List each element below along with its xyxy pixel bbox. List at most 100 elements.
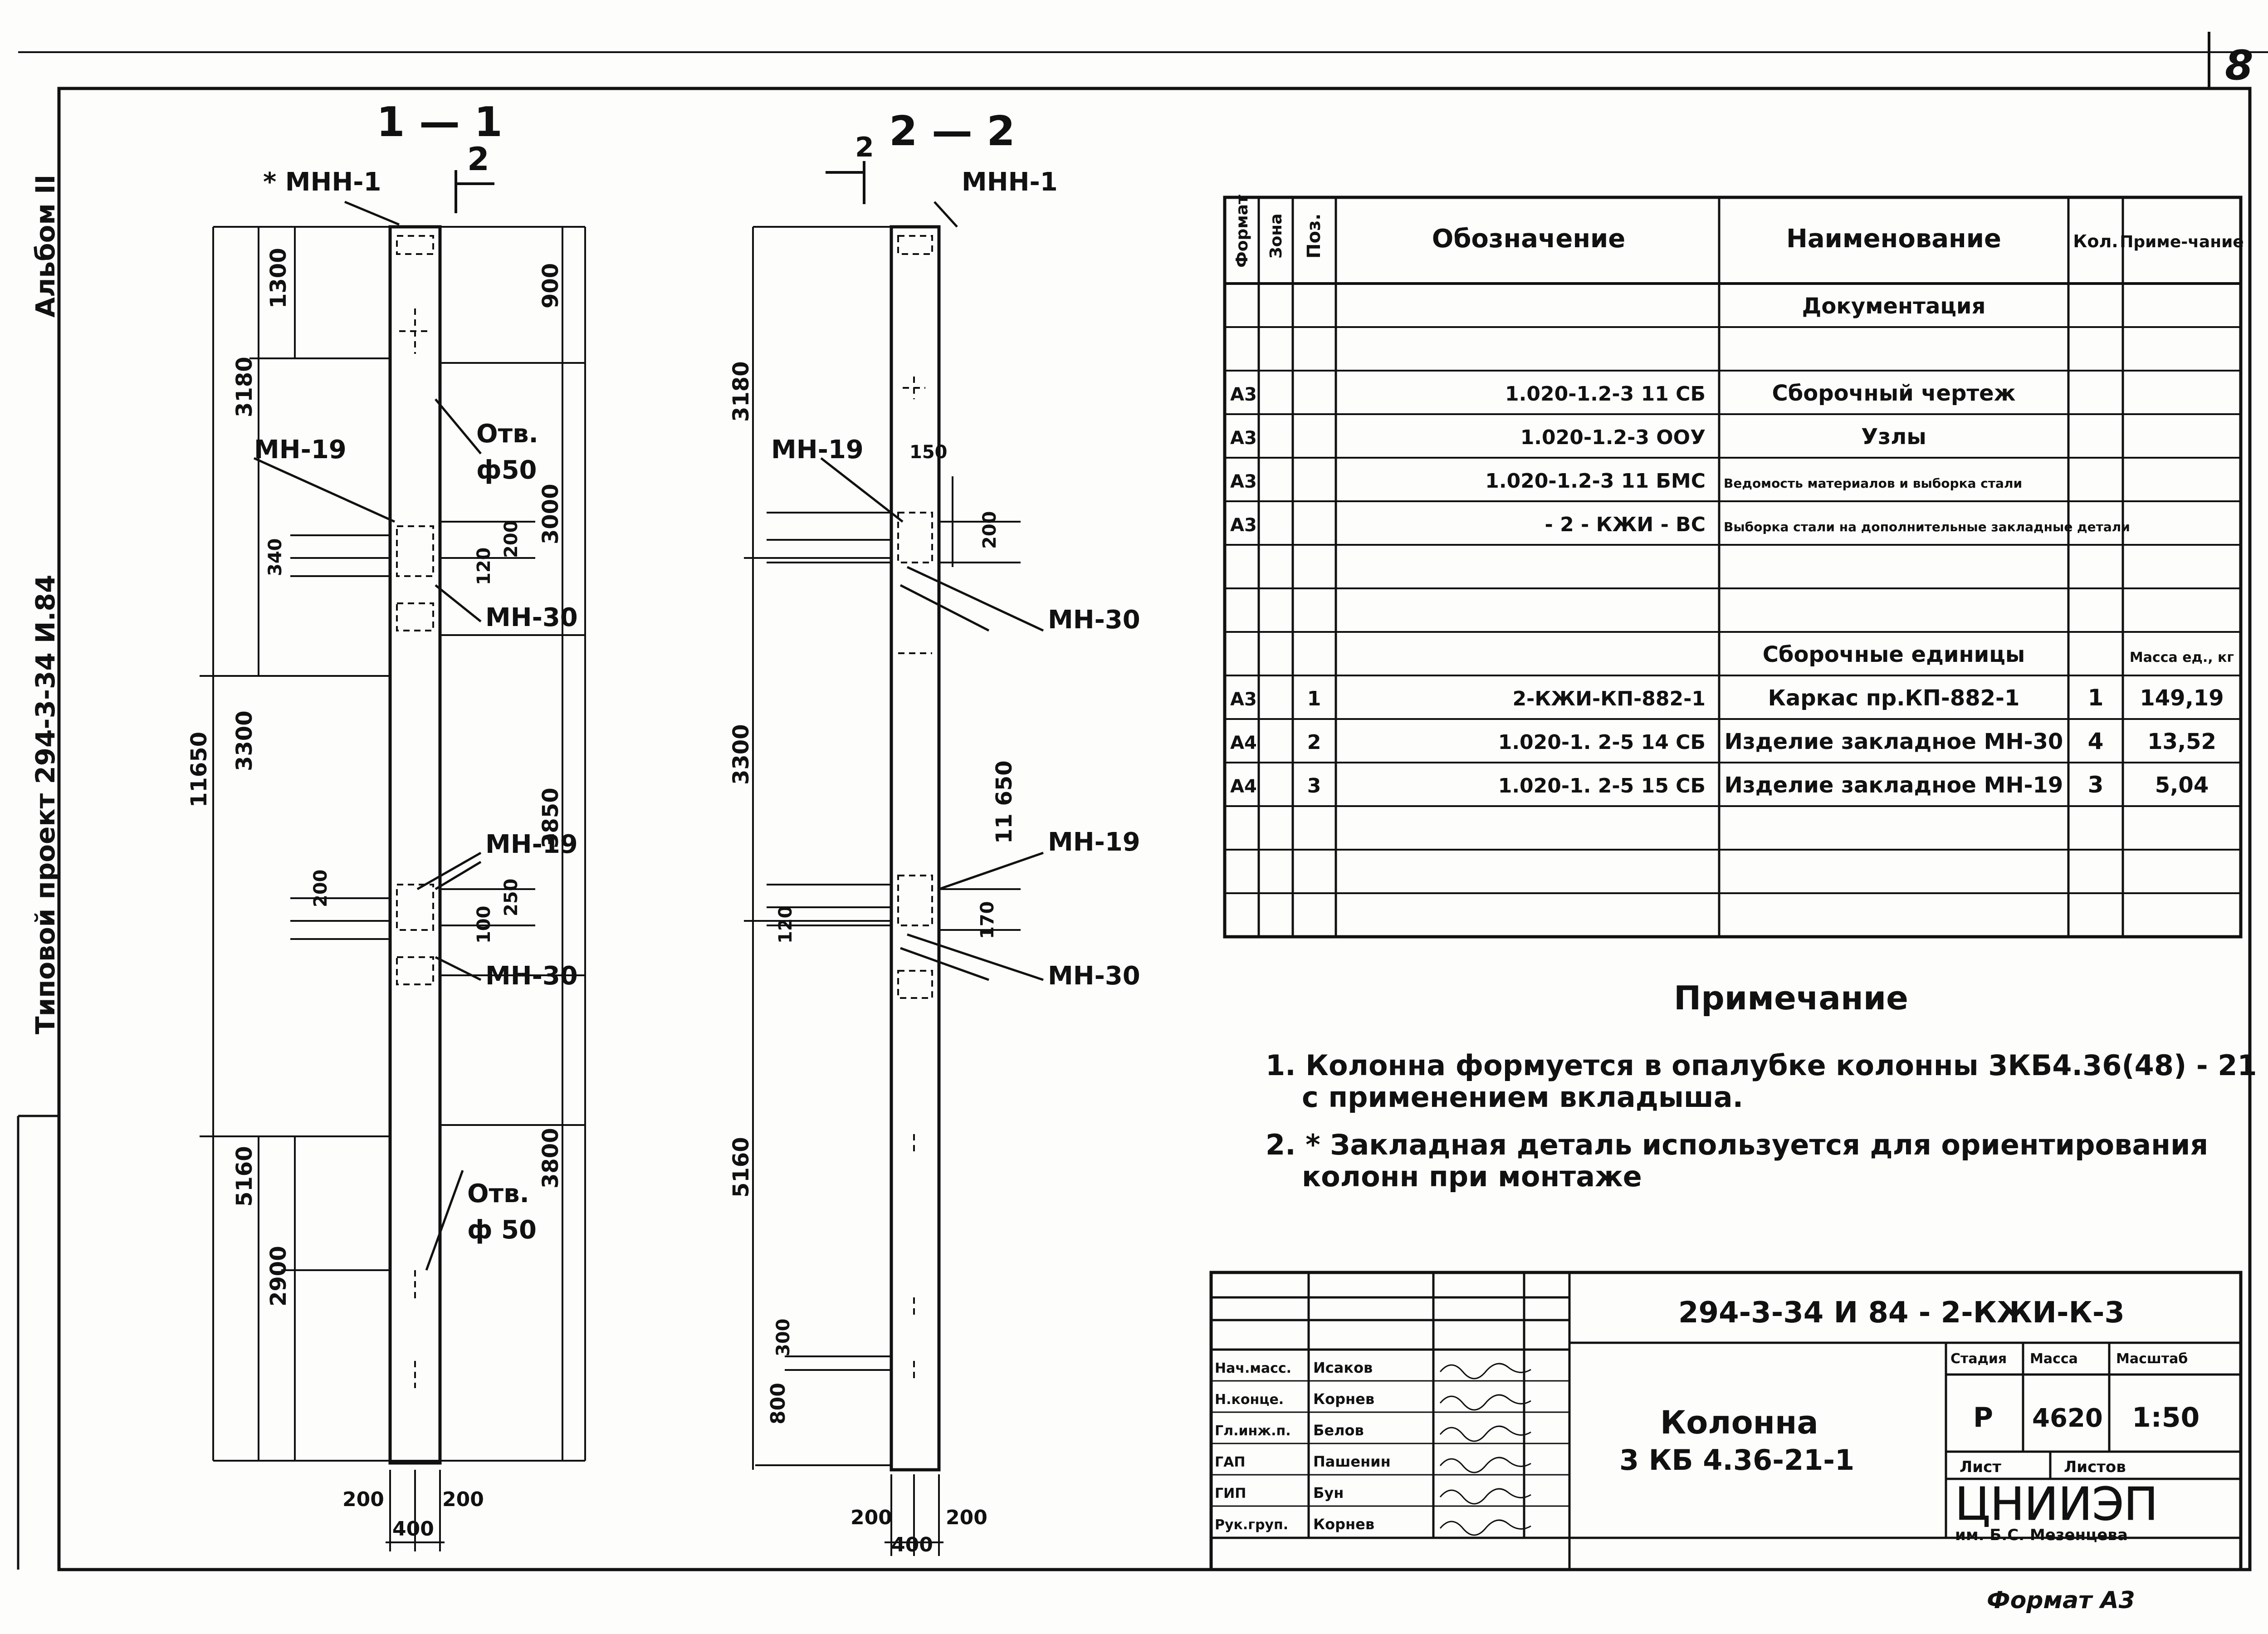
section-1-title: 1 — 1 [376,98,503,146]
tb-org: ЦНИИЭП [1955,1477,2158,1531]
s2-dim-300: 300 [773,1319,794,1357]
s1-label-mn19-mid: МН-19 [485,830,578,859]
signature-scribble [1439,1488,1531,1505]
s1-label-opening-top-d: ф50 [476,455,537,485]
column-2-body [890,225,941,1472]
s1-dim-1300: 1300 [266,248,291,308]
table-row: Сборочные единицы Масса ед., кг [1763,642,2234,667]
staff-role: Гл.инж.п. [1215,1423,1291,1439]
cell-name: Изделие закладное МН-30 [1725,729,2063,754]
staff-name: Бун [1313,1484,1344,1502]
signature-scribble [1439,1519,1531,1536]
s2-dim-150: 150 [909,442,948,463]
cell-designation: - 2 - КЖИ - ВС [1545,513,1706,536]
s1-label-mn19-top: МН-19 [254,435,347,465]
cell-note: 149,19 [2140,685,2224,711]
s2-label-mn30-top: МН-30 [1048,605,1140,635]
cell-designation: 1.020-1.2-3 ООУ [1520,426,1706,449]
s1-dim-5160: 5160 [232,1146,257,1207]
s2-dim-w200r: 200 [946,1506,987,1529]
s2-label-mn19-top: МН-19 [771,435,864,465]
s2-dim-w400: 400 [891,1533,933,1556]
s1-dim-2900: 2900 [266,1246,291,1306]
tb-scale: 1:50 [2132,1402,2200,1433]
s1-dim-3300: 3300 [232,710,257,771]
cell-pos: 1 [1307,687,1321,710]
s1-dim-120: 120 [474,548,494,586]
cell-designation: 1.020-1. 2-5 15 СБ [1498,774,1706,797]
col-header-designation: Обозначение [1432,224,1626,254]
notes-block: Примечание 1. Колонна формуется в опалуб… [1266,979,2257,1193]
cell-name: Сборочные единицы [1763,642,2025,667]
col-header-zone: Зона [1267,214,1286,259]
cell-name: Узлы [1861,424,1926,450]
s1-dim-11650: 11650 [186,732,212,807]
s1-dim-w400: 400 [392,1517,434,1541]
signature-scribble [1439,1425,1531,1442]
project-label: Типовой проект 294-3-34 И.84 [30,575,61,1034]
s1-label-mn30-top: МН-30 [485,603,578,632]
staff-name: Исаков [1313,1359,1373,1376]
staff-role: Нач.масс. [1215,1360,1291,1376]
cell-name: Ведомость материалов и выборка стали [1724,476,2022,491]
tb-stage-header: Стадия [1950,1351,2007,1367]
s1-dim-w200l: 200 [342,1488,384,1511]
cell-name: Изделие закладное МН-19 [1725,773,2063,798]
note-1-line-2: с применением вкладыша. [1302,1081,1743,1114]
cell-designation: 2-КЖИ-КП-882-1 [1512,687,1706,710]
s1-label-opening-top: Отв. [476,419,538,449]
spec-table: Формат Зона Поз. Обозначение Наименовани… [1223,195,2244,939]
section-2-2: 2 — 2 2 МНН-1 МН-19 МН-30 МН-19 МН-30 31… [728,108,1140,1556]
staff-role: ГАП [1215,1454,1245,1470]
section-2-title: 2 — 2 [889,108,1015,155]
section-2-marker: 2 [855,132,874,163]
cell-pos: 2 [1307,731,1321,754]
album-label: Альбом II [30,175,61,318]
staff-row: Рук.груп.Корнев [1215,1516,1531,1536]
s2-label-mn19-mid: МН-19 [1048,827,1140,857]
cell-designation: 1.020-1. 2-5 14 СБ [1498,731,1706,754]
cell-format: А4 [1230,733,1257,753]
signature-scribble [1439,1457,1531,1473]
col-header-pos: Поз. [1304,214,1325,259]
cell-name: Документация [1802,294,1986,319]
staff-row: Нач.масс. Исаков [1215,1359,1531,1380]
page-number: 8 [2225,42,2253,89]
tb-sheets-label: Листов [2064,1458,2126,1476]
cell-note: Масса ед., кг [2130,650,2234,665]
signature-scribble [1439,1394,1531,1411]
note-1-line-1: 1. Колонна формуется в опалубке колонны … [1266,1049,2257,1082]
cell-designation: 1.020-1.2-3 11 СБ [1505,382,1706,406]
cell-format: А3 [1230,428,1257,449]
s2-dim-3300: 3300 [728,724,754,785]
cell-qty: 1 [2088,685,2104,711]
staff-role: Н.конце. [1215,1392,1284,1408]
s1-label-mn30-mid: МН-30 [485,961,578,991]
s1-label-opening-bottom-d: ф 50 [467,1215,537,1245]
section-1-1: 1 — 1 2 * МНН-1 МН-19 МН-30 МН-19 МН-30 … [186,98,586,1551]
s2-dim-120: 120 [775,906,796,944]
cell-format: А3 [1230,384,1257,405]
s1-label-opening-bottom: Отв. [467,1179,529,1208]
cell-qty: 4 [2088,728,2104,754]
s1-label-mnn1: * МНН-1 [263,167,381,197]
cell-name: Каркас пр.КП-882-1 [1768,685,2020,711]
s1-dim-3000: 3000 [538,484,563,544]
tb-org-sub: им. Б.С. Мезенцева [1955,1526,2128,1544]
title-block: Нач.масс.ИсаковН.конце.КорневГл.инж.п.Бе… [1209,1271,2243,1571]
s1-dim-100: 100 [474,906,494,944]
s2-label-mn30-mid: МН-30 [1048,961,1140,991]
s2-dim-11650: 11 650 [992,760,1017,844]
s1-dim-3800: 3800 [538,1128,563,1189]
cell-format: А3 [1230,515,1257,536]
s1-dim-3180: 3180 [232,357,257,417]
format-label: Формат А3 [1987,1587,2135,1614]
notes-heading: Примечание [1674,979,1908,1017]
table-row: Документация [1802,294,1986,319]
